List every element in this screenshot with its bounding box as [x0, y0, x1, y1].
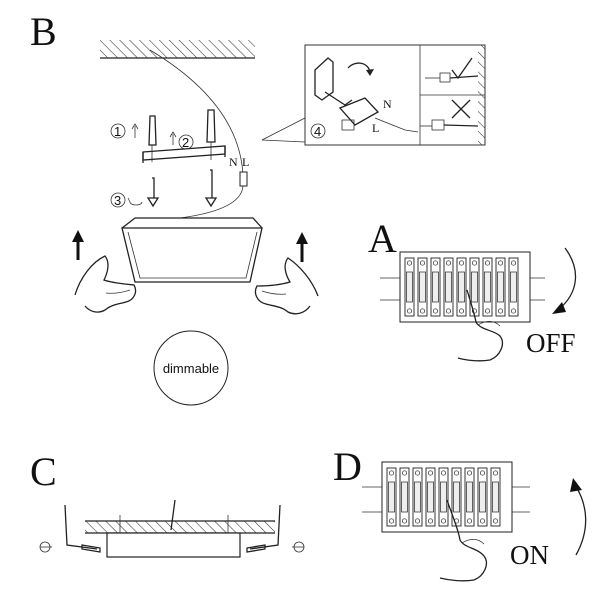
- ceiling-section: [85, 520, 275, 534]
- check-icon: [451, 57, 473, 80]
- cross-icon: [451, 99, 471, 119]
- ceiling-hatch: [100, 40, 255, 59]
- spring-clip-right: [246, 504, 305, 553]
- center-cable: [170, 499, 176, 531]
- screw-step3-right: [204, 169, 218, 208]
- breaker-panel-d: [362, 461, 530, 533]
- panel-a-letter: A: [368, 216, 397, 261]
- panel-b-letter: B: [30, 9, 57, 54]
- rotate-up-arrow-icon: [570, 478, 587, 556]
- light-panel: [121, 217, 263, 283]
- step-2-number: 2: [182, 135, 189, 150]
- screw-step1-right: [206, 109, 216, 160]
- terminal-block: N L: [179, 155, 249, 219]
- step-1-marker: 1: [110, 123, 139, 139]
- panel-c: C: [30, 449, 305, 558]
- hand-left-icon: [74, 255, 137, 313]
- state-off: OFF: [526, 328, 576, 358]
- state-on: ON: [510, 540, 549, 570]
- spring-clip-left: [39, 504, 101, 553]
- correct-wiring-detail: [425, 57, 479, 83]
- step-1-number: 1: [114, 124, 121, 139]
- dimmable-badge-text: dimmable: [163, 361, 219, 376]
- supply-cable: [149, 49, 244, 176]
- screw-step1: [148, 115, 157, 162]
- step-4-number: 4: [314, 124, 321, 139]
- up-arrow-left-icon: [72, 230, 84, 260]
- hand-pressing-on-icon: [439, 499, 488, 582]
- breaker-panel-a: [380, 251, 545, 323]
- panel-c-letter: C: [30, 449, 57, 494]
- screw-step3: [146, 177, 160, 208]
- rotate-down-arrow-icon: [552, 247, 577, 314]
- detail-wire-n: N: [383, 97, 392, 111]
- step-3-number: 3: [114, 193, 121, 208]
- step-2-marker: 2: [169, 131, 194, 150]
- callout-leader: [261, 117, 306, 141]
- panel-d-letter: D: [333, 444, 362, 489]
- panel-d: D ON: [333, 444, 587, 582]
- detail-wire-l: L: [372, 121, 379, 135]
- incorrect-wiring-detail: [420, 99, 479, 131]
- hand-right-icon: [254, 257, 319, 315]
- step-3-marker: 3: [110, 192, 143, 208]
- dimmable-badge: dimmable: [153, 330, 229, 406]
- panel-a: A OFF: [368, 216, 577, 362]
- up-arrow-right-icon: [296, 232, 308, 262]
- panel-b: B: [30, 9, 486, 406]
- fixture-body: [106, 515, 241, 558]
- hand-pressing-off-icon: [457, 289, 504, 362]
- wire-label-l: L: [242, 155, 249, 169]
- detail-box-step4: N L 4: [304, 44, 486, 146]
- wire-label-n: N: [229, 155, 238, 169]
- mounting-bracket: [142, 145, 226, 163]
